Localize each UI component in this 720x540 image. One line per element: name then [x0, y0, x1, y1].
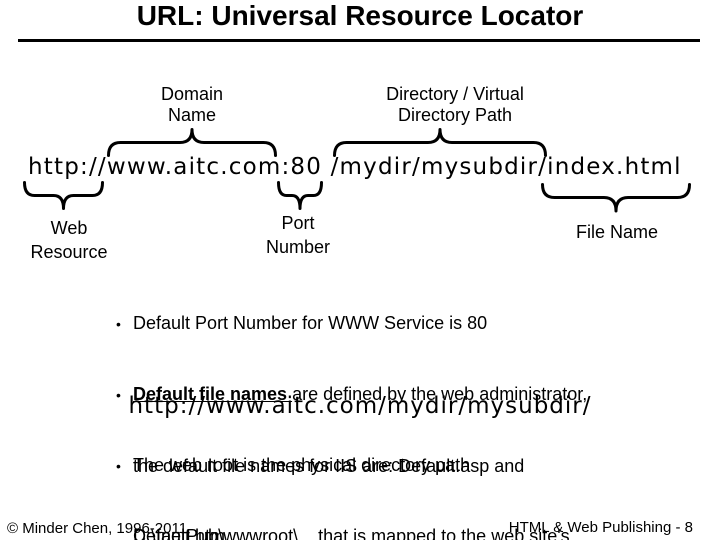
label-port-number: Port Number — [265, 213, 331, 257]
bullet-icon: • — [116, 387, 121, 403]
list-item: • The web root is the physical directory … — [86, 430, 570, 502]
port-brace-icon — [277, 181, 323, 210]
bullet-icon: • — [116, 457, 121, 474]
file-name-brace-icon — [541, 183, 691, 213]
label-web-resource: Web Resource — [30, 218, 108, 262]
bullet-text: are defined by the web administrator, — [292, 384, 588, 404]
label-domain-name: Domain Name — [160, 84, 224, 125]
bullet-text: C:\InetPub\wwwroot\ that is mapped to th… — [133, 526, 570, 540]
list-item-continuation: Default.htm — [86, 502, 587, 540]
bullet-text-emphasis: Default file names — [133, 384, 293, 404]
directory-brace-icon — [333, 128, 547, 157]
list-item: • Default Port Number for WWW Service is … — [86, 288, 587, 360]
bullet-list-bottom: • The web root is the physical directory … — [86, 430, 570, 540]
label-file-name: File Name — [575, 222, 659, 242]
footer-page-label: HTML & Web Publishing - 8 — [508, 519, 693, 536]
bullet-text: Default Port Number for WWW Service is 8… — [133, 312, 488, 333]
list-item: • Default file names are defined by the w… — [86, 360, 587, 432]
list-item-continuation: C:\InetPub\wwwroot\ that is mapped to th… — [86, 502, 570, 540]
bullet-text: The web root is the physical directory p… — [133, 454, 471, 475]
domain-brace-icon — [107, 128, 277, 157]
list-item-continuation: the default file names for IIS are: Defa… — [86, 431, 587, 502]
bullet-list-top: • Default Port Number for WWW Service is … — [86, 288, 587, 540]
bullet-text: the default file names for IIS are: Defa… — [133, 455, 525, 476]
bullet-icon: • — [116, 315, 121, 332]
label-directory-path: Directory / Virtual Directory Path — [386, 84, 524, 125]
footer-copyright: © Minder Chen, 1996-2011 — [7, 520, 188, 537]
example-url-text: http://www.aitc.com/mydir/mysubdir/ — [128, 393, 592, 419]
url-anatomy-text: http://www.aitc.com:80 /mydir/mysubdir/i… — [28, 154, 682, 180]
page-title: URL: Universal Resource Locator — [136, 0, 584, 31]
title-underline — [18, 39, 700, 42]
web-resource-brace-icon — [23, 181, 104, 210]
bullet-text: Default.htm — [133, 526, 226, 540]
